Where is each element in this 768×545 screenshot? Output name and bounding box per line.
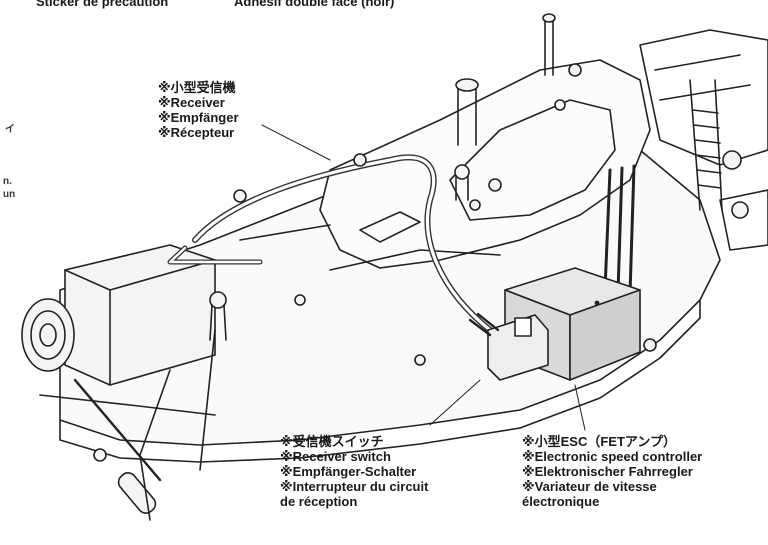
- caption-double-sided-tape: Adhésif double face (noir): [234, 0, 395, 9]
- rear-shock: [689, 79, 723, 211]
- rear-mount: [719, 189, 768, 251]
- leader-switch: [429, 379, 481, 426]
- switch-body: [487, 314, 549, 381]
- label-receiver-en: ※Receiver: [158, 95, 225, 110]
- label-switch-fr1: ※Interrupteur du circuit: [280, 479, 429, 494]
- front-post: [209, 304, 227, 341]
- label-switch-de: ※Empfänger-Schalter: [280, 464, 417, 479]
- label-receiver: ※小型受信機 ※Receiver ※Empfänger ※Récepteur: [158, 80, 239, 140]
- front-suspension: [139, 329, 216, 521]
- deck-rib-2: [239, 224, 331, 241]
- switch-wire: [468, 312, 500, 337]
- post-ball: [455, 174, 469, 201]
- deck-rib-1: [329, 249, 501, 271]
- switch-knob: [514, 317, 532, 337]
- steering-rod: [73, 378, 162, 482]
- servo-block-edge: [64, 259, 216, 386]
- label-receiver-fr: ※Récepteur: [158, 125, 235, 140]
- leader-esc: [574, 384, 586, 431]
- label-receiver-switch: ※受信機スイッチ ※Receiver switch ※Empfänger-Sch…: [280, 434, 428, 509]
- front-post-ball: [209, 291, 227, 309]
- label-esc-de: ※Elektronischer Fahrregler: [522, 464, 693, 479]
- label-esc-en: ※Electronic speed controller: [522, 449, 703, 464]
- front-gear-mid: [30, 310, 66, 360]
- steering-arm: [39, 394, 216, 416]
- side-fragment-2: n.: [3, 176, 12, 187]
- label-esc-fr1: ※Variateur de vitesse: [522, 479, 657, 494]
- rear-tower: [639, 29, 768, 166]
- label-switch-en: ※Receiver switch: [280, 449, 391, 464]
- post-middle: [457, 84, 477, 146]
- label-esc-fr2: électronique: [522, 494, 600, 509]
- upper-deck-slot: [359, 211, 421, 243]
- label-receiver-ja: ※小型受信機: [158, 80, 236, 95]
- steering-rod-end: [117, 472, 157, 514]
- side-fragment-3: un: [3, 189, 16, 200]
- label-esc-ja: ※小型ESC（FETアンプ）: [522, 434, 677, 449]
- label-switch-ja: ※受信機スイッチ: [280, 434, 384, 449]
- front-gear-outer: [21, 298, 75, 372]
- label-receiver-de: ※Empfänger: [158, 110, 239, 125]
- upper-deck-cutout: [449, 99, 616, 221]
- caption-precaution-sticker: Sticker de précaution: [36, 0, 169, 9]
- esc-side-face: [569, 289, 641, 381]
- side-fragment-1: イ: [5, 124, 15, 135]
- upper-deck-plate: [319, 59, 651, 269]
- label-esc: ※小型ESC（FETアンプ） ※Electronic speed control…: [522, 434, 702, 509]
- tall-post-rear: [544, 19, 554, 76]
- front-gear-hub: [39, 323, 57, 347]
- rear-shock-spring: [692, 109, 722, 189]
- esc-motor-wires: [603, 164, 636, 296]
- servo-block: [64, 244, 216, 386]
- leader-receiver: [261, 124, 331, 161]
- label-switch-fr2: de réception: [280, 494, 358, 509]
- rear-tower-detail: [654, 54, 751, 101]
